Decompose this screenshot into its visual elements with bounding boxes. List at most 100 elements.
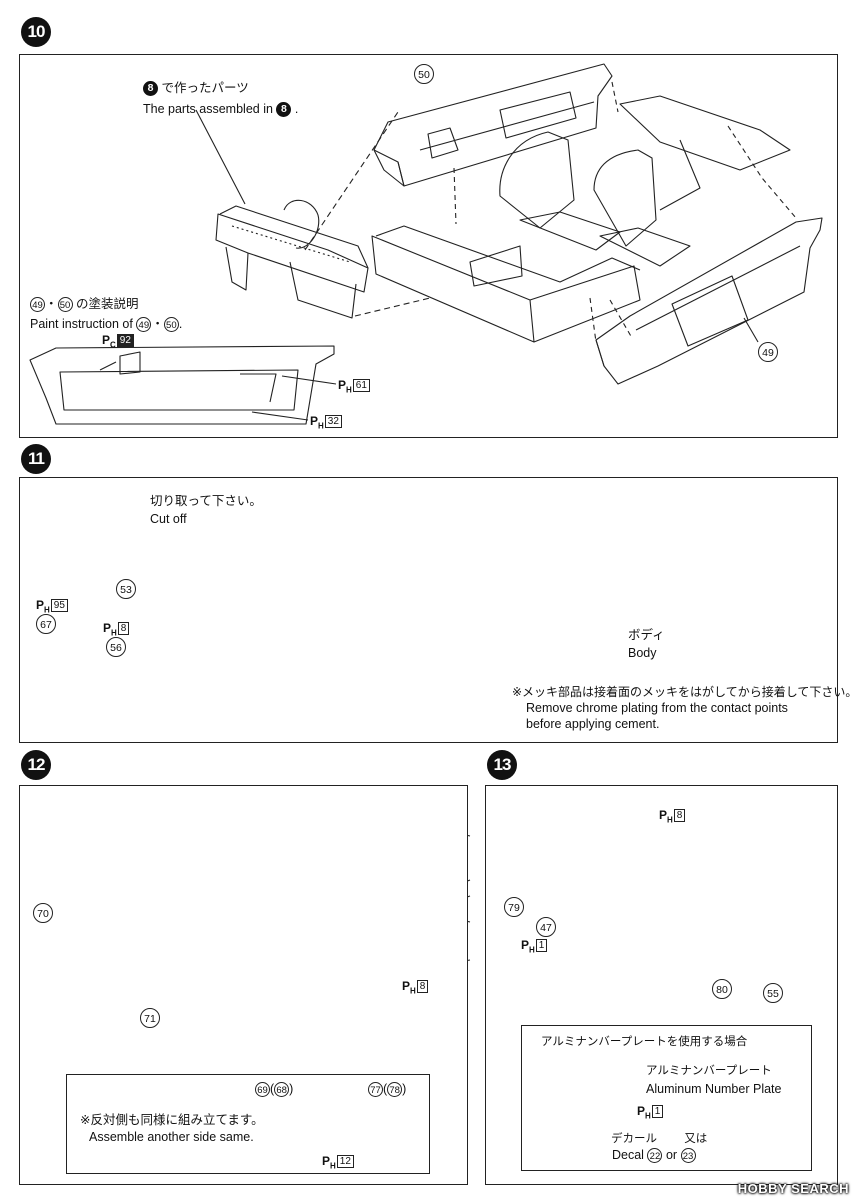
paint-sub: H xyxy=(318,421,324,431)
part-70-callout: 70 xyxy=(33,903,53,923)
step-11-number: 11 xyxy=(21,444,51,474)
paint-sub: H xyxy=(346,385,352,395)
dashboard-drawing xyxy=(216,200,368,318)
paint-prefix: P xyxy=(659,808,668,822)
paint-title-en-text: Paint instruction of xyxy=(30,317,133,331)
step-ref-8-icon-en: 8 xyxy=(276,102,292,118)
paint-code-box: 8 xyxy=(416,980,429,994)
paint-ref-separator-en: ・ xyxy=(151,317,164,331)
part-ref-69: 69 xyxy=(255,1082,270,1098)
part-47-callout: 47 xyxy=(536,917,556,937)
aluminum-plate-title-jp: アルミナンバープレートを使用する場合 xyxy=(541,1036,748,1048)
paint-instruction-drawing xyxy=(30,346,334,424)
step-13-number: 13 xyxy=(487,750,517,780)
paint-prefix: P xyxy=(36,598,45,612)
paint-sub: H xyxy=(667,815,673,825)
paint-prefix: P xyxy=(338,378,347,392)
paint-code-box: 12 xyxy=(336,1155,354,1169)
paint-code-box: 1 xyxy=(651,1105,664,1119)
other-side-note-en: Assemble another side same. xyxy=(89,1130,254,1144)
part-79-callout: 79 xyxy=(504,897,524,917)
part-53-callout: 53 xyxy=(116,579,136,599)
part-80-callout: 80 xyxy=(712,979,732,999)
door-panel-49-drawing xyxy=(596,218,822,384)
paint-prefix: P xyxy=(402,979,411,993)
part-50-callout: 50 xyxy=(414,64,434,84)
chrome-note-en-1: Remove chrome plating from the contact p… xyxy=(526,701,788,715)
step-10-note-jp: 8 で作ったパーツ xyxy=(143,80,249,97)
paint-instruction-title-en: Paint instruction of 49・50. xyxy=(30,317,183,333)
part-ref-49-en: 49 xyxy=(136,317,152,333)
step-11-panel xyxy=(19,477,838,743)
part-67-callout: 67 xyxy=(36,614,56,634)
cutoff-jp: 切り取って下さい。 xyxy=(150,494,262,508)
step-10-note-en: The parts assembled in 8 . xyxy=(143,101,299,118)
part-49-callout: 49 xyxy=(758,342,778,362)
part-71-callout: 71 xyxy=(140,1008,160,1028)
part-56-callout: 56 xyxy=(106,637,126,657)
chrome-note-jp: ※メッキ部品は接着面のメッキをはがしてから接着して下さい。 xyxy=(512,685,857,699)
cutoff-en: Cut off xyxy=(150,512,187,526)
note-period: . xyxy=(294,102,299,116)
step-10-panel xyxy=(19,54,838,438)
paint-instruction-title-jp: 49・50 の塗装説明 xyxy=(30,296,139,313)
paint-sub: H xyxy=(410,986,416,996)
decal-jp-text: デカール xyxy=(611,1133,657,1145)
paint-code-box: 92 xyxy=(116,334,134,348)
paint-prefix: P xyxy=(102,333,111,347)
parts-69-68: 69(68) xyxy=(255,1081,293,1098)
parts-77-78: 77(78) xyxy=(368,1081,406,1098)
assembled-parts-note-en: The parts assembled in xyxy=(143,102,273,116)
paint-prefix: P xyxy=(103,621,112,635)
body-label-jp: ボディ xyxy=(628,628,665,642)
paint-sub: H xyxy=(645,1111,651,1121)
step-10-number: 10 xyxy=(21,17,51,47)
assembled-parts-note-jp: で作ったパーツ xyxy=(161,81,249,95)
paint-code-box: 8 xyxy=(117,622,130,636)
chrome-note-en-2: before applying cement. xyxy=(526,717,660,731)
step-13-inset xyxy=(521,1025,812,1171)
paint-sub: C xyxy=(110,340,116,350)
part-ref-49: 49 xyxy=(30,297,45,313)
part-ref-50-en: 50 xyxy=(163,317,179,333)
paint-sub: H xyxy=(330,1161,336,1171)
part-ref-78: 78 xyxy=(387,1082,403,1098)
other-side-note-jp: ※反対側も同様に組み立てます。 xyxy=(80,1113,264,1127)
door-panel-50-drawing xyxy=(374,64,612,186)
paint-code-box: 95 xyxy=(50,599,68,613)
or-en-text: or xyxy=(665,1148,678,1162)
paint-code-box: 8 xyxy=(673,809,686,823)
decal-ref-23: 23 xyxy=(680,1148,696,1164)
aluminum-plate-label-en: Aluminum Number Plate xyxy=(646,1082,782,1096)
part-ref-50: 50 xyxy=(57,297,73,313)
paint-title-jp-text: の塗装説明 xyxy=(76,297,139,311)
paint-prefix: P xyxy=(322,1154,331,1168)
part-ref-68: 68 xyxy=(274,1082,290,1098)
paint-sub: H xyxy=(44,605,50,615)
paint-code-box: 61 xyxy=(352,379,370,393)
decal-label-en: Decal 22 or 23 xyxy=(612,1147,696,1164)
decal-en-text: Decal xyxy=(612,1148,644,1162)
decal-ref-22: 22 xyxy=(647,1148,663,1164)
or-jp-text: 又は xyxy=(684,1133,708,1145)
interior-tub-drawing xyxy=(372,96,790,342)
part-ref-77: 77 xyxy=(368,1082,383,1098)
paint-code-box: 32 xyxy=(324,415,342,429)
paint-prefix: P xyxy=(637,1104,646,1118)
part-55-callout: 55 xyxy=(763,983,783,1003)
paint-code-box: 1 xyxy=(535,939,548,953)
decal-label-jp: デカール 又は xyxy=(611,1131,707,1147)
body-label-en: Body xyxy=(628,646,657,660)
paint-sub: H xyxy=(111,628,117,638)
paint-prefix: P xyxy=(521,938,530,952)
